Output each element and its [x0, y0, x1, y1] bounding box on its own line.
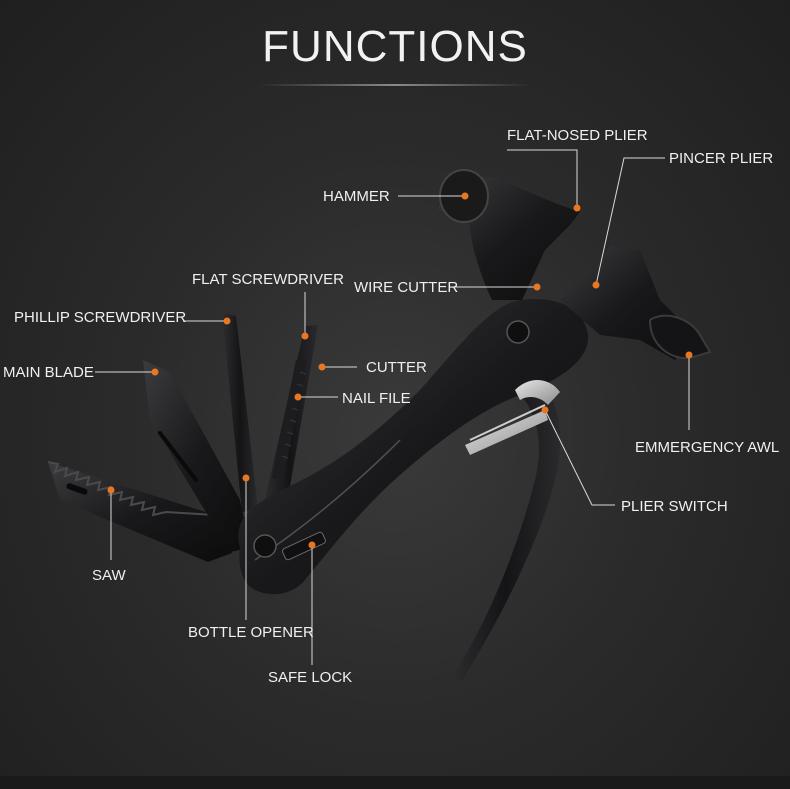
saw-blade	[48, 462, 232, 562]
awl-cone	[648, 314, 712, 360]
label-bottle-opener: BOTTLE OPENER	[188, 624, 314, 641]
label-nail-file: NAIL FILE	[342, 390, 411, 407]
page-title: FUNCTIONS	[262, 22, 528, 71]
dot-nail-file	[294, 393, 302, 401]
main-blade	[143, 360, 250, 552]
line-plier-switch	[544, 409, 615, 506]
label-emmergency-awl: EMMERGENCY AWL	[635, 439, 779, 456]
dot-plier-switch	[541, 406, 549, 414]
dot-safe-lock	[308, 541, 316, 549]
nail-file-texture	[272, 360, 307, 480]
dot-cutter	[318, 363, 326, 371]
label-phillip-screwdriver: PHILLIP SCREWDRIVER	[14, 309, 186, 326]
footer-bar	[0, 776, 790, 789]
label-safe-lock: SAFE LOCK	[268, 669, 352, 686]
dot-saw	[107, 486, 115, 494]
label-cutter: CUTTER	[366, 359, 427, 376]
tool-handle	[238, 299, 589, 595]
callout-labels: FLAT-NOSED PLIER PINCER PLIER HAMMER FLA…	[3, 127, 779, 686]
saw-slot	[66, 483, 88, 495]
dot-flat-screwdriver	[301, 332, 309, 340]
safe-lock-slider	[282, 531, 326, 561]
label-saw: SAW	[92, 567, 126, 584]
label-flat-nosed-plier: FLAT-NOSED PLIER	[507, 127, 648, 144]
label-wire-cutter: WIRE CUTTER	[354, 279, 458, 296]
dot-phillip-screwdriver	[223, 317, 231, 325]
multitool-illustration	[47, 169, 712, 680]
dot-main-blade	[151, 368, 159, 376]
label-main-blade: MAIN BLADE	[3, 364, 94, 381]
label-pincer-plier: PINCER PLIER	[669, 150, 773, 167]
label-hammer: HAMMER	[323, 188, 390, 205]
dot-flat-nosed-plier	[573, 204, 581, 212]
dot-wire-cutter	[533, 283, 541, 291]
dot-hammer	[461, 192, 469, 200]
plier-switch-lever	[515, 380, 560, 405]
dot-pincer-plier	[592, 281, 600, 289]
label-flat-screwdriver: FLAT SCREWDRIVER	[192, 271, 344, 288]
dot-bottle-opener	[242, 474, 250, 482]
pivot-screw-top	[506, 320, 530, 344]
plier-spring	[465, 410, 548, 455]
title-underline	[258, 84, 532, 86]
phillip-screwdriver-blade	[222, 313, 258, 512]
pivot-screw-bottom	[253, 534, 277, 558]
line-pincer-plier	[595, 157, 665, 286]
callout-dots	[107, 192, 693, 549]
dot-emmergency-awl	[685, 351, 693, 359]
callout-lines	[95, 149, 690, 665]
label-plier-switch: PLIER SWITCH	[621, 498, 728, 515]
line-flat-nosed-plier	[507, 149, 578, 208]
